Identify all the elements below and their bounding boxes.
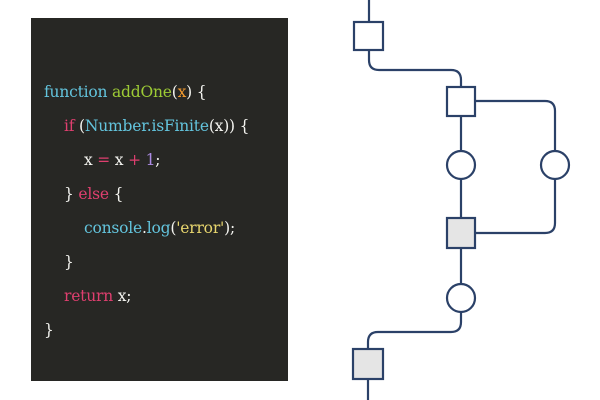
code-token-plain: x — [110, 151, 129, 169]
code-panel: function addOne(x) { if (Number.isFinite… — [31, 18, 288, 381]
code-token-plain: ); — [224, 219, 235, 237]
edge-else-merge — [473, 177, 557, 235]
flow-nodes — [351, 20, 571, 381]
code-line: return x; — [64, 284, 132, 308]
code-token-plain: ( — [74, 117, 85, 135]
code-token-param: x — [177, 83, 187, 101]
edge-branch-else — [473, 99, 557, 153]
code-token-plain: ( — [170, 219, 177, 237]
node-else-block — [539, 149, 571, 181]
code-line: } — [64, 250, 74, 274]
node-then-block — [445, 149, 477, 181]
code-line: } — [44, 318, 54, 342]
code-token-plain: x — [84, 151, 98, 169]
code-token-plain: { — [108, 185, 124, 203]
code-token-plain: ) { — [186, 83, 207, 101]
node-exit — [351, 347, 385, 381]
edge-return-exit — [366, 310, 463, 351]
code-token-plain: } — [64, 185, 79, 203]
code-line: } else { — [64, 182, 123, 206]
code-token-number: 1 — [145, 151, 156, 169]
code-token-plain: ( — [171, 83, 178, 101]
edge-entry-branch — [367, 48, 463, 89]
node-entry — [352, 20, 385, 52]
code-token-builtin: console — [84, 219, 143, 237]
code-token-keyword: if — [64, 117, 75, 135]
code-token-plain: . — [142, 219, 147, 237]
code-token-plain: } — [64, 253, 74, 271]
code-token-keyword: else — [78, 185, 109, 203]
code-token-plain: x; — [113, 287, 132, 305]
code-token-plain: ; — [155, 151, 161, 169]
node-merge — [445, 216, 477, 250]
code-token-function: addOne — [112, 83, 172, 101]
code-token-plain: (x)) { — [208, 117, 250, 135]
code-line: function addOne(x) { — [44, 80, 207, 104]
code-line: if (Number.isFinite(x)) { — [64, 114, 249, 138]
code-token-keyword: = — [97, 151, 111, 169]
code-line: console.log('error'); — [84, 216, 235, 240]
code-token-builtin: log — [146, 219, 171, 237]
code-token-builtin: function — [44, 83, 113, 101]
node-branch — [445, 85, 477, 118]
node-return-block — [445, 282, 477, 314]
code-token-string: 'error' — [176, 219, 225, 237]
code-token-builtin: Number.isFinite — [84, 117, 209, 135]
code-token-keyword: return — [64, 287, 113, 305]
code-token-keyword: + — [128, 151, 141, 169]
code-token-plain: } — [44, 321, 54, 339]
code-line: x = x + 1; — [84, 148, 161, 172]
flow-edges — [366, 0, 557, 400]
